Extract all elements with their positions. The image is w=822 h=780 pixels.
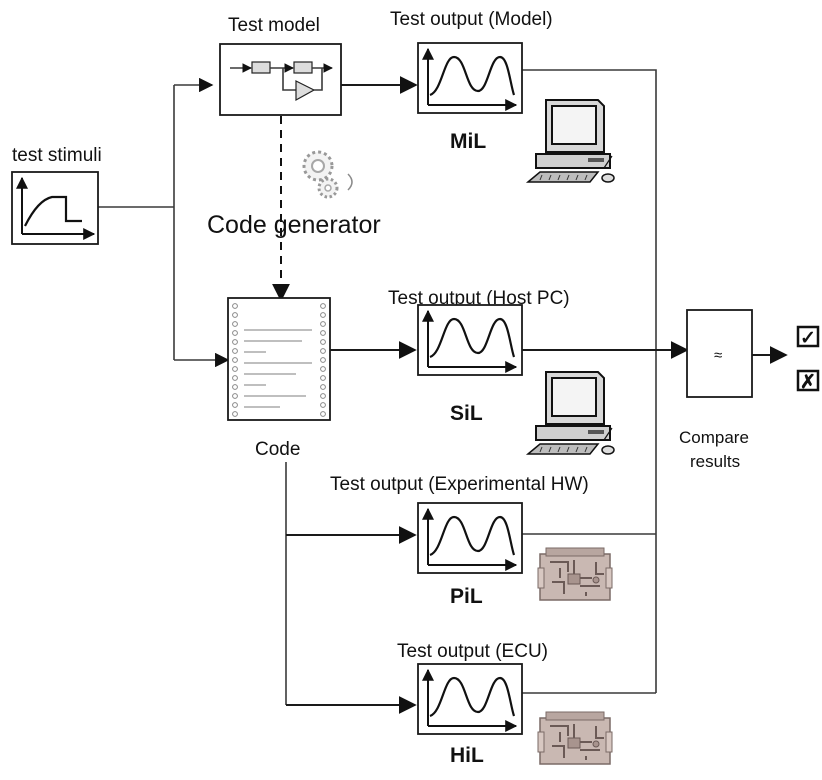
pass-checkbox-icon: ✓ <box>796 325 820 349</box>
test-output-hil: Test output (ECU) HiL <box>397 641 613 767</box>
perforation-hole <box>320 321 326 327</box>
test-output-title: Test output (ECU) <box>397 641 548 662</box>
output-signal-curve <box>429 676 516 718</box>
test-output-box <box>417 502 523 574</box>
code-label: Code <box>255 439 300 460</box>
perforation-left <box>232 303 238 417</box>
perforation-hole <box>232 321 238 327</box>
connection-lines <box>98 69 788 714</box>
code-block: Code <box>227 297 331 460</box>
perforation-hole <box>320 366 326 372</box>
test-output-title: Test output (Model) <box>390 9 553 30</box>
output-signal-curve <box>429 515 516 557</box>
test-output-box <box>417 42 523 114</box>
circuit-board-icon <box>537 547 613 601</box>
test-output-pil: Test output (Experimental HW) PiL <box>330 474 613 608</box>
perforation-hole <box>232 375 238 381</box>
compare-label-line1: Compare <box>679 428 749 447</box>
perforation-hole <box>320 357 326 363</box>
test-output-box <box>417 663 523 735</box>
result-indicators: ✓ ✗ <box>796 325 820 393</box>
block-diagram-icon <box>230 61 333 102</box>
perforation-hole <box>320 339 326 345</box>
computer-icon <box>525 371 615 455</box>
perforation-hole <box>232 411 238 417</box>
test-model-box <box>219 43 342 116</box>
gears-icon <box>302 150 353 199</box>
perforation-hole <box>320 348 326 354</box>
output-signal-curve <box>429 317 516 359</box>
compare-box <box>686 309 753 398</box>
test-level-tag: PiL <box>450 585 483 608</box>
code-generator-label: Code generator <box>207 211 381 239</box>
fail-checkbox-icon: ✗ <box>796 369 820 393</box>
test-stimuli-block: test stimuli <box>11 145 102 245</box>
perforation-hole <box>232 348 238 354</box>
perforation-hole <box>320 384 326 390</box>
code-listing-icon <box>244 329 312 408</box>
perforation-hole <box>320 375 326 381</box>
code-generator-block: Code generator <box>207 150 381 239</box>
perforation-hole <box>320 411 326 417</box>
test-output-title: Test output (Experimental HW) <box>330 474 589 495</box>
perforation-hole <box>232 339 238 345</box>
test-output-mil: Test output (Model) MiL <box>390 9 615 183</box>
perforation-hole <box>320 312 326 318</box>
test-model-block: Test model <box>219 15 342 116</box>
perforation-hole <box>320 402 326 408</box>
stimulus-signal-icon <box>16 176 96 240</box>
perforation-hole <box>232 384 238 390</box>
perforation-hole <box>232 312 238 318</box>
circuit-board-icon <box>537 711 613 765</box>
perforation-hole <box>232 393 238 399</box>
test-stimuli-label: test stimuli <box>12 145 102 166</box>
pass-mark: ✓ <box>800 328 816 349</box>
compare-label-line2: results <box>690 452 740 471</box>
perforation-hole <box>232 303 238 309</box>
test-level-tag: SiL <box>450 402 483 425</box>
perforation-hole <box>232 366 238 372</box>
approx-symbol: ≈ <box>714 347 722 364</box>
perforation-hole <box>232 402 238 408</box>
perforation-hole <box>232 357 238 363</box>
test-output-blocks: Test output (Model) MiL Test output (Host … <box>330 9 615 767</box>
perforation-hole <box>320 393 326 399</box>
test-model-label: Test model <box>228 15 320 36</box>
output-signal-curve <box>429 55 516 97</box>
perforation-hole <box>232 330 238 336</box>
computer-icon <box>525 99 615 183</box>
code-box <box>227 297 331 421</box>
fail-mark: ✗ <box>800 372 816 393</box>
test-output-sil: Test output (Host PC) SiL <box>388 288 615 455</box>
test-output-box <box>417 304 523 376</box>
test-level-tag: MiL <box>450 130 486 153</box>
test-output-title: Test output (Host PC) <box>388 288 570 309</box>
perforation-right <box>320 303 326 417</box>
compare-block: ≈ Compare results <box>679 309 753 471</box>
test-level-tag: HiL <box>450 744 484 767</box>
perforation-hole <box>320 303 326 309</box>
perforation-hole <box>320 330 326 336</box>
